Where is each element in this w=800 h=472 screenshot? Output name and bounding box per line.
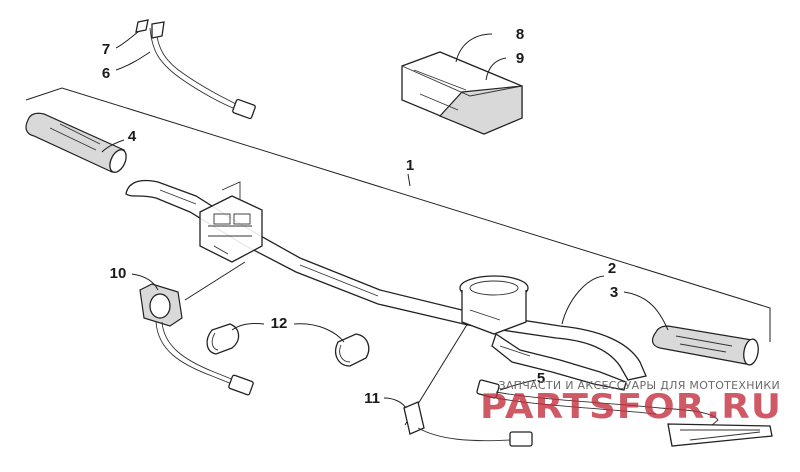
- left-switch-housing: [199, 181, 263, 263]
- clamp: [139, 283, 254, 396]
- handlebar: [125, 179, 647, 381]
- callout-2: 2: [608, 260, 616, 277]
- right-grip: [651, 325, 759, 366]
- callout-1: 1: [406, 157, 414, 174]
- clamp-rings: [206, 323, 370, 367]
- watermark: ЗАПЧАСТИ И АКСЕССУАРЫ ДЛЯ МОТОТЕХНИКИ PA…: [480, 379, 782, 427]
- callout-3: 3: [610, 284, 618, 301]
- left-grip: [25, 112, 127, 173]
- callout-7: 7: [102, 41, 110, 58]
- heater-element-left: [135, 19, 256, 120]
- callout-11: 11: [364, 390, 380, 407]
- callout-12: 12: [271, 315, 288, 332]
- callout-6: 6: [102, 65, 110, 82]
- watermark-tagline: ЗАПЧАСТИ И АКСЕССУАРЫ ДЛЯ МОТОТЕХНИКИ: [498, 379, 780, 392]
- leader-lines: [101, 31, 669, 409]
- callout-10: 10: [110, 265, 127, 282]
- watermark-site: PARTSFOR.RU: [480, 387, 782, 427]
- callout-4: 4: [128, 128, 137, 145]
- callout-labels: 1 2 3 4 5 6 7 8 9 10 11 12: [102, 26, 618, 407]
- callout-8: 8: [516, 26, 524, 43]
- brake-master-cylinder: [459, 275, 627, 391]
- callout-9: 9: [516, 50, 524, 67]
- handlebar-pad: [401, 51, 523, 135]
- callout-5: 5: [537, 370, 545, 387]
- assembly-frame-lines: [25, 87, 771, 426]
- heater-element-right: [403, 379, 773, 447]
